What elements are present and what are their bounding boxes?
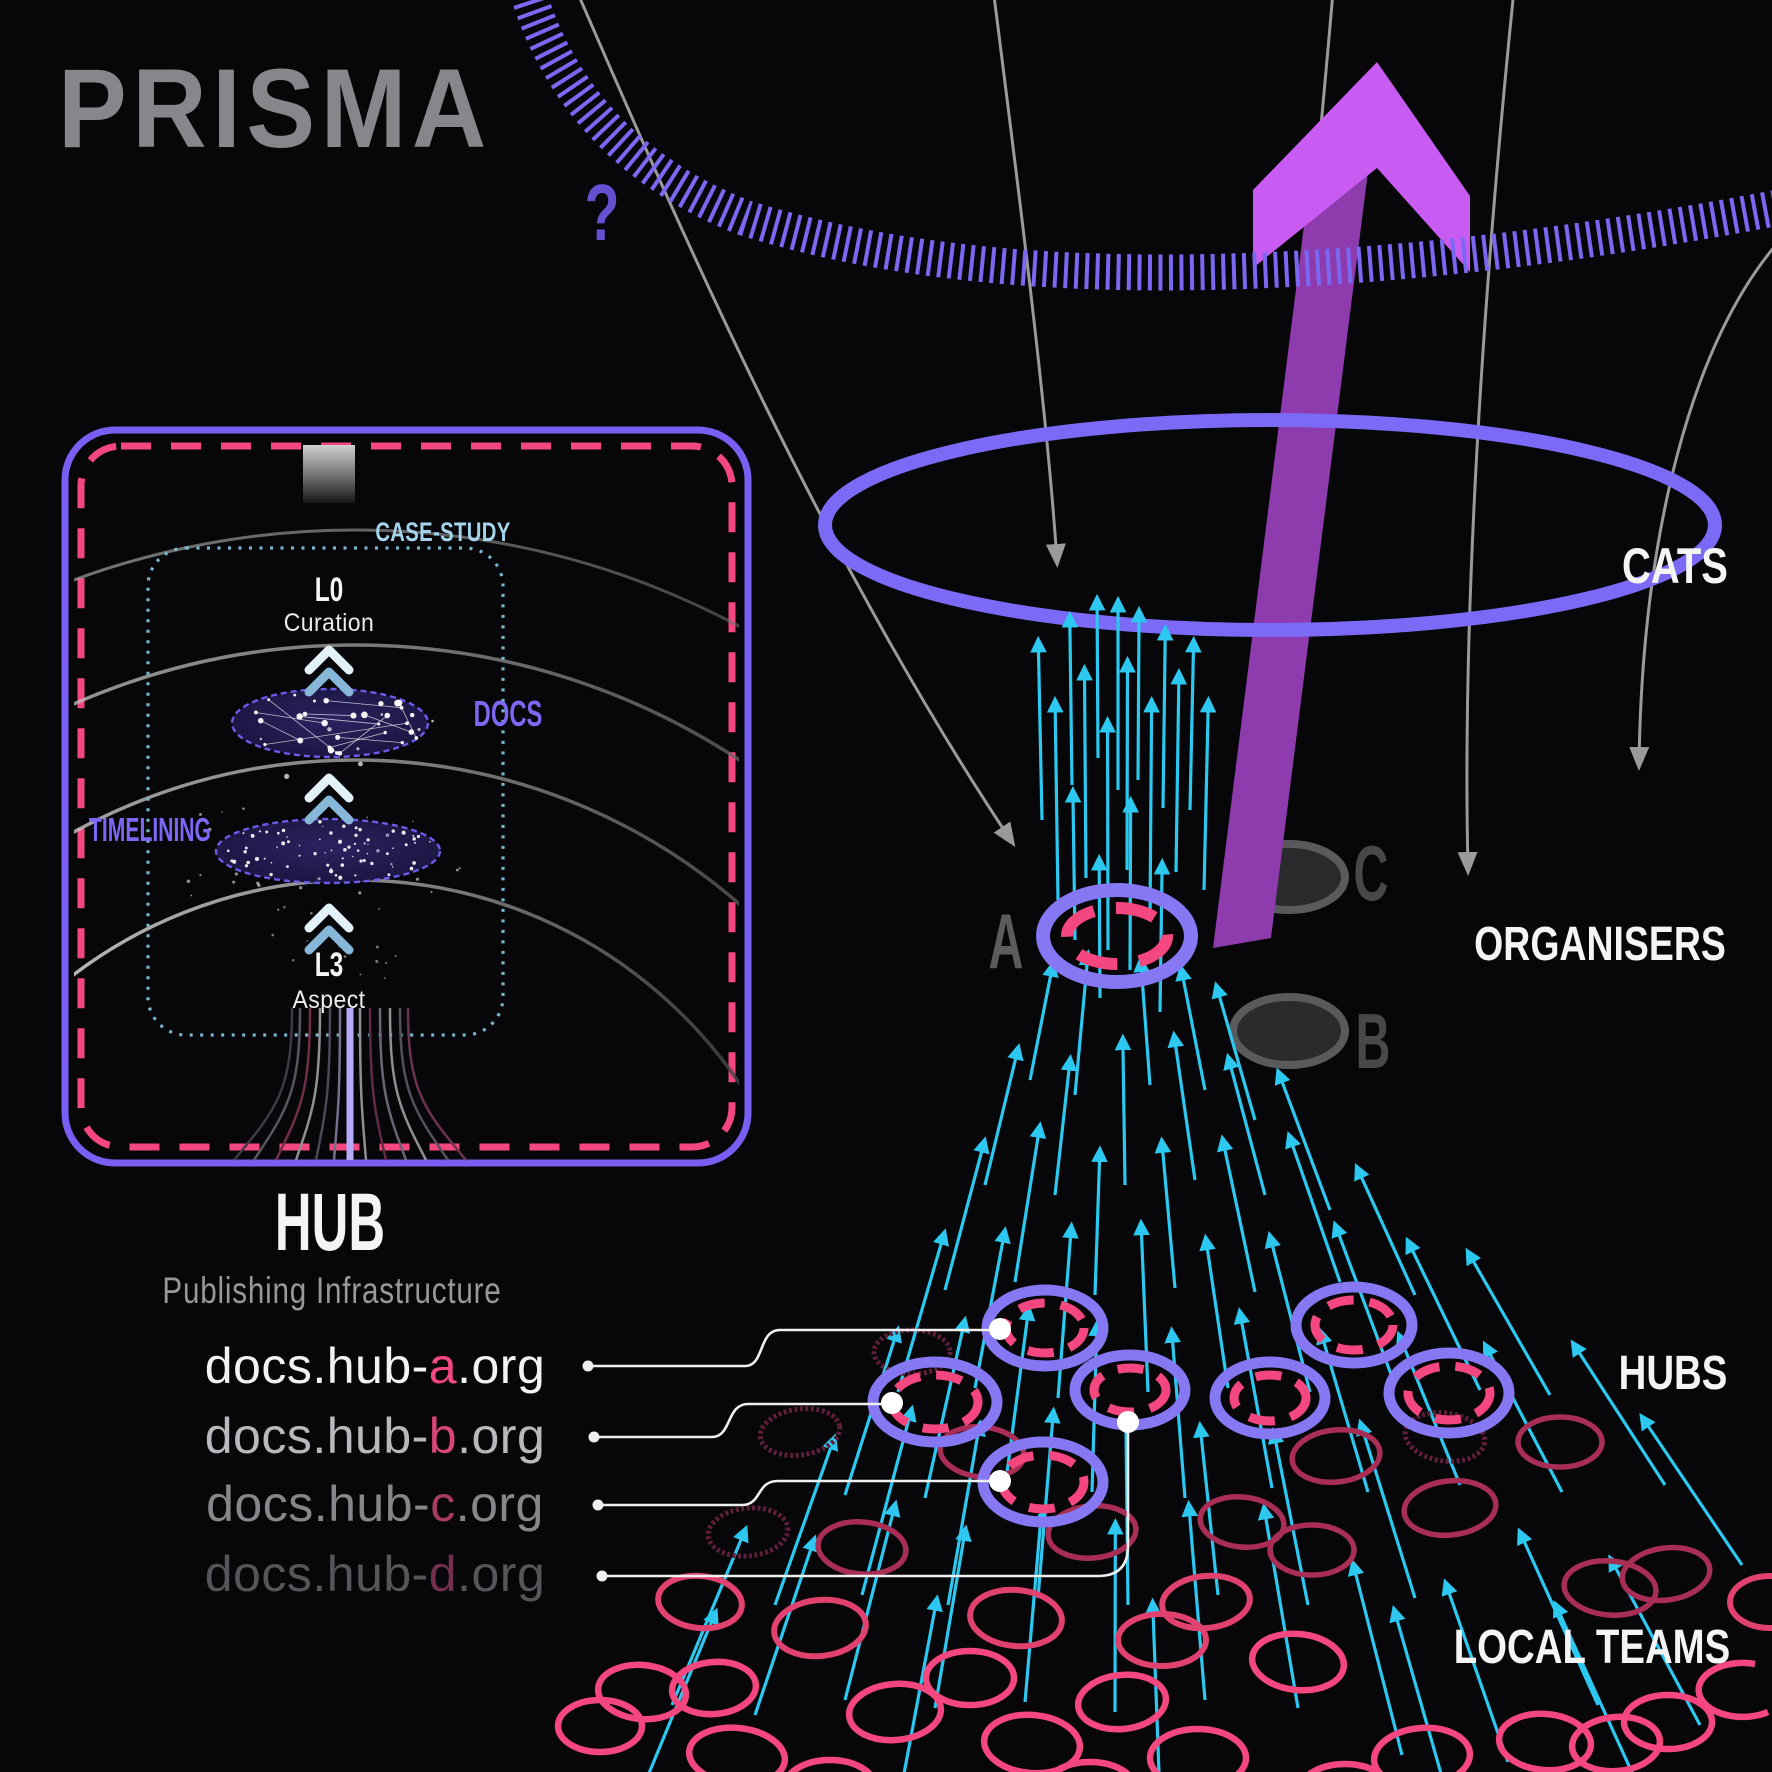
brand-logo: PRISMA	[58, 46, 492, 171]
local-team-open-ring	[1695, 1659, 1770, 1721]
chevron-up-icon	[304, 645, 354, 955]
hub-subtitle: Publishing Infrastructure	[162, 1271, 501, 1312]
domain-hub-c: docs.hub-c.org	[206, 1476, 544, 1532]
cyan-flow-field	[647, 593, 1744, 1772]
starfield-dots	[186, 807, 461, 980]
inset-dotted-frame	[146, 546, 505, 1037]
domain-hub-b: docs.hub-b.org	[205, 1408, 546, 1464]
hub-inset-box: CASE-STUDY L0 Curation DOCS TIMELINING L…	[61, 426, 752, 1167]
local-team-rings	[554, 1327, 1772, 1772]
timeline-disc	[214, 817, 442, 885]
organiser-tag-c: C	[1354, 829, 1389, 917]
question-mark: ?	[584, 168, 619, 258]
cats-orbit-ellipse	[818, 413, 1722, 637]
inset-funnel-lines	[233, 1007, 467, 1161]
organiser-tag-b: B	[1356, 997, 1391, 1085]
domain-hub-d: docs.hub-d.org	[205, 1546, 546, 1602]
constellation-dots	[253, 684, 434, 779]
hubs-label: HUBS	[1619, 1347, 1728, 1400]
docs-disc	[230, 687, 430, 759]
domain-leader-lines	[588, 1328, 1130, 1578]
local-teams-label: LOCAL TEAMS	[1454, 1621, 1731, 1674]
gray-flow-arrows	[579, 0, 1772, 876]
docs-label: DOCS	[474, 694, 543, 734]
organiser-a-ring	[1036, 883, 1198, 989]
l3-label: L3	[315, 946, 344, 984]
up-arrow-head	[1253, 62, 1470, 272]
domain-list: docs.hub-a.org docs.hub-b.org docs.hub-c…	[205, 1338, 546, 1602]
domain-hub-a: docs.hub-a.org	[205, 1338, 546, 1394]
inset-outer-border	[61, 426, 752, 1167]
hub-title: HUB	[275, 1177, 385, 1268]
l0-label: L0	[315, 571, 344, 609]
l3-caption: Aspect	[292, 986, 365, 1014]
organisers-label: ORGANISERS	[1474, 918, 1726, 972]
organiser-tag-a: A	[989, 897, 1024, 985]
inset-top-tab	[303, 445, 355, 503]
inset-pink-dashed-border	[77, 442, 736, 1151]
striped-band	[511, 0, 1772, 291]
cats-label: CATS	[1622, 538, 1728, 594]
leader-dots	[582, 1318, 1139, 1582]
case-study-label: CASE-STUDY	[375, 517, 510, 548]
organiser-b-ellipse	[1229, 993, 1349, 1069]
timelining-label: TIMELINING	[89, 811, 211, 848]
l0-caption: Curation	[284, 609, 375, 637]
up-arrow-shaft	[1213, 140, 1372, 948]
